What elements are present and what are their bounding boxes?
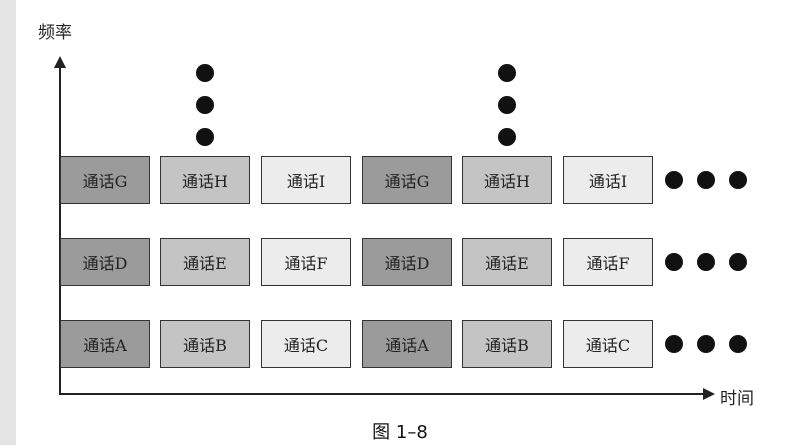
page-edge-strip [0,0,16,445]
figure-caption: 图 1–8 [372,422,428,443]
vertical-ellipsis-dot-icon [498,64,516,82]
vertical-ellipsis-dot-icon [196,64,214,82]
channel-slot: 通话B [160,320,250,368]
channel-slot: 通话C [563,320,653,368]
channel-slot: 通话D [362,238,452,286]
vertical-ellipsis-dot-icon [196,128,214,146]
channel-slot: 通话I [563,156,653,204]
channel-slot: 通话H [462,156,552,204]
channel-slot: 通话E [160,238,250,286]
channel-slot: 通话E [462,238,552,286]
horizontal-ellipsis-dot-icon [665,253,683,271]
channel-slot: 通话I [261,156,351,204]
channel-slot: 通话G [60,156,150,204]
horizontal-ellipsis-dot-icon [697,253,715,271]
vertical-ellipsis-dot-icon [196,96,214,114]
frequency-axis-arrow-icon [54,56,66,68]
channel-slot: 通话H [160,156,250,204]
time-axis-arrow-icon [703,388,715,400]
vertical-ellipsis-dot-icon [498,96,516,114]
horizontal-ellipsis-dot-icon [665,335,683,353]
horizontal-ellipsis-dot-icon [729,335,747,353]
horizontal-ellipsis-dot-icon [697,335,715,353]
channel-slot: 通话A [362,320,452,368]
channel-slot: 通话F [261,238,351,286]
channel-slot: 通话D [60,238,150,286]
channel-slot: 通话G [362,156,452,204]
horizontal-ellipsis-dot-icon [729,253,747,271]
horizontal-ellipsis-dot-icon [665,171,683,189]
channel-slot: 通话A [60,320,150,368]
horizontal-ellipsis-dot-icon [729,171,747,189]
frequency-axis [59,62,61,395]
horizontal-ellipsis-dot-icon [697,171,715,189]
channel-slot: 通话C [261,320,351,368]
channel-slot: 通话F [563,238,653,286]
vertical-ellipsis-dot-icon [498,128,516,146]
channel-slot: 通话B [462,320,552,368]
time-axis-label: 时间 [720,389,754,409]
time-axis [59,393,707,395]
frequency-axis-label: 频率 [38,23,72,43]
